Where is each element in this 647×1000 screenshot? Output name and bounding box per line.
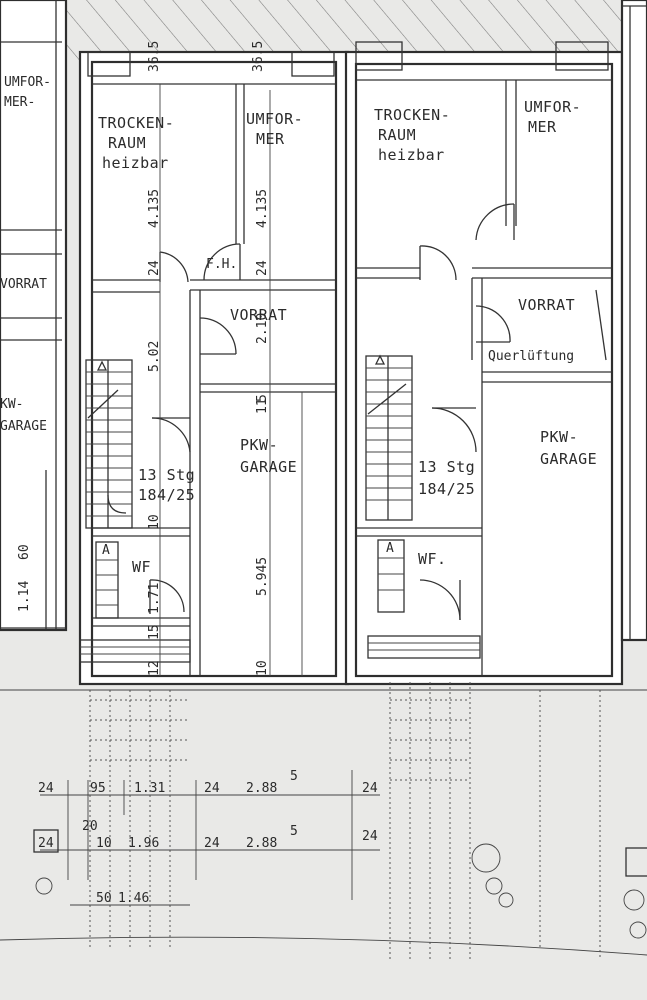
wf-1: WF [132,558,151,576]
dim-171: 1.71 [147,583,162,614]
umformer-2-line1: UMFOR- [524,98,581,116]
heizbar-1: heizbar [102,154,169,172]
dim-11: 11 [255,398,270,414]
hdim-r2-196: 1.96 [128,836,159,851]
hdim-r2-24c: 24 [362,829,378,844]
dim-10-b: 10 [255,660,270,676]
trockenraum-1-line1: TROCKEN- [98,114,174,132]
unit-1 [78,50,350,686]
dim-12: 12 [147,660,162,676]
dim-top-a: 36.5 [147,41,162,72]
front-yard [0,682,647,960]
pkw-garage-1-line2: GARAGE [240,458,297,476]
stairs-ratio-2: 184/25 [418,480,475,498]
dim-5: 5 [255,394,270,402]
unit-2 [344,41,624,686]
hdim-r3-50: 50 [96,891,112,906]
staircase-1 [85,359,133,529]
pkw-garage-1-line1: PKW- [240,436,278,454]
staircase-2 [365,354,413,521]
left-umformer-label-1: UMFOR- [4,75,51,90]
umformer-2-line2: MER [528,118,557,136]
dim-60: 60 [17,544,32,560]
hdim-r2-5: 5 [290,824,298,839]
hdim-r1-5: 5 [290,769,298,784]
hdim-r1-95: 95 [90,781,106,796]
wf-2: WF. [418,550,447,568]
dim-4135-1: 4.135 [147,189,162,228]
left-umformer-label-2: MER- [4,95,35,110]
hdim-r1-131: 1.31 [134,781,165,796]
vorrat-2: VORRAT [518,296,575,314]
vorrat-1: VORRAT [230,306,287,324]
left-neighbour-unit [0,0,68,632]
pkw-garage-2-line2: GARAGE [540,450,597,468]
hdim-r1-24b: 24 [204,781,220,796]
a-1: A [102,543,110,558]
dim-top-b: 36.5 [251,41,266,72]
hdim-r1-24c: 24 [362,781,378,796]
dim-15: 15 [147,624,162,640]
hdim-r1-288: 2.88 [246,781,277,796]
trockenraum-2-line1: TROCKEN- [374,106,450,124]
dim-24-a: 24 [147,260,162,276]
left-garage-label: GARAGE [0,419,47,434]
stairs-2: 13 Stg [418,458,475,476]
hdim-r2-24b: 24 [204,836,220,851]
dim-210: 2.10 [255,313,270,344]
dim-1-14: 1.14 [17,581,32,612]
querlueftung-label: Querlüftung [488,349,574,364]
stairs-1: 13 Stg [138,466,195,484]
heizbar-2: heizbar [378,146,445,164]
hdim-r2-20: 20 [82,819,98,834]
pkw-garage-2-line1: PKW- [540,428,578,446]
trockenraum-1-line2: RAUM [108,134,146,152]
right-neighbour-unit [620,0,647,642]
left-vorrat-label: VORRAT [0,277,47,292]
umformer-1-line1: UMFOR- [246,110,303,128]
a-2: A [386,541,394,556]
hdim-r2-288: 2.88 [246,836,277,851]
dim-10-a: 10 [147,514,162,530]
trockenraum-2-line2: RAUM [378,126,416,144]
fh-label: F.H. [206,257,237,272]
dim-5945: 5.945 [255,557,270,596]
dim-502: 5.02 [147,341,162,372]
stairs-ratio-1: 184/25 [138,486,195,504]
hdim-r2-24a: 24 [38,836,54,851]
dim-24-b: 24 [255,260,270,276]
umformer-1-line2: MER [256,130,285,148]
dim-4135-2: 4.135 [255,189,270,228]
hdim-r2-10: 10 [96,836,112,851]
left-kw-label: KW- [0,397,23,412]
hdim-r3-146: 1.46 [118,891,149,906]
hdim-r1-24a: 24 [38,781,54,796]
